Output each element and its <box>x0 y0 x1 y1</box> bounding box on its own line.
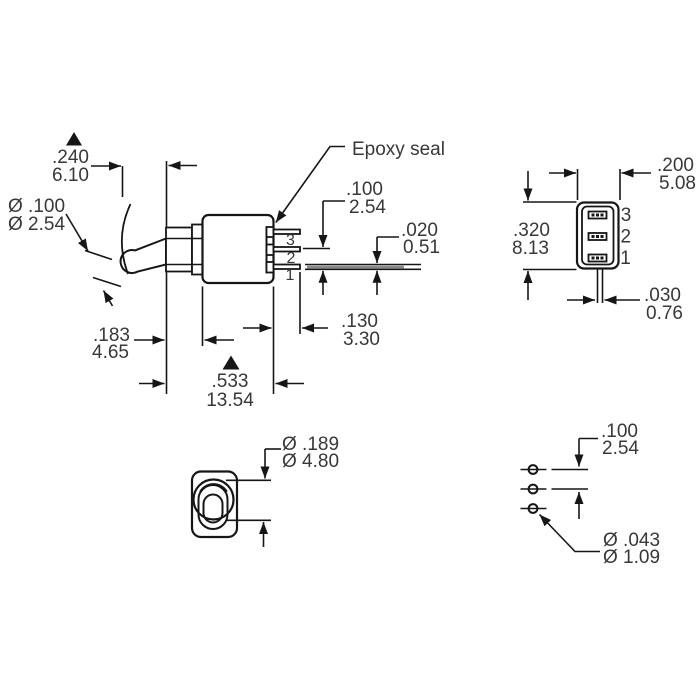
terminal-base <box>265 226 275 238</box>
epoxy-seal-callout: Epoxy seal <box>275 139 445 223</box>
rear-view: 3 2 1 .200 5.08 .320 8.13 .030 0.76 <box>512 155 696 324</box>
dim-body-length: .533 13.54 <box>139 355 304 411</box>
dim-terminal-length: .130 3.30 <box>243 311 380 350</box>
dim-terminal-thickness: .020 0.51 <box>372 220 440 295</box>
dim-travel: .240 6.10 <box>52 132 197 186</box>
reference-triangle <box>222 355 240 370</box>
pin-label-1: 1 <box>620 248 631 269</box>
side-view: 3 2 1 .240 6.10 Ø .100 Ø 2.54 <box>8 132 445 411</box>
dim-text-mm: 3.30 <box>343 329 380 350</box>
leader-arrow <box>538 513 600 553</box>
epoxy-seal-label: Epoxy seal <box>352 139 445 160</box>
leader-arrow <box>65 213 89 252</box>
lever-travel-arc <box>120 203 132 275</box>
dim-actuator-dia: Ø .100 Ø 2.54 <box>8 196 122 307</box>
dim-text-mm: Ø 2.54 <box>8 214 65 235</box>
switch-body <box>201 213 275 285</box>
dim-text-mm: 2.54 <box>602 438 639 459</box>
terminal-base <box>265 261 275 274</box>
dim-text-mm: 5.08 <box>659 173 696 194</box>
dim-text-in: .130 <box>341 311 378 332</box>
pin-label-2: 2 <box>287 250 296 267</box>
dim-bushing-length: .183 4.65 <box>92 325 234 363</box>
dim-text-in: Ø .043 <box>603 530 660 551</box>
rear-pin-1 <box>587 253 608 263</box>
top-view: Ø .189 Ø 4.80 <box>190 434 339 547</box>
pin-label-1: 1 <box>286 267 295 284</box>
dim-text-mm: 0.76 <box>646 303 683 324</box>
dim-arrow <box>102 290 114 307</box>
dim-text-in: .020 <box>401 220 438 241</box>
mounting-hole <box>527 464 539 475</box>
dim-bushing-dia: Ø .189 Ø 4.80 <box>226 434 339 547</box>
dim-hole-dia: Ø .043 Ø 1.09 <box>538 513 660 568</box>
dim-hole-pitch: .100 2.54 <box>574 421 639 519</box>
dim-text-in: .533 <box>212 371 249 392</box>
rear-pin-2 <box>587 232 608 241</box>
tangent-tick <box>92 276 122 288</box>
dim-text-mm: 2.54 <box>349 197 386 218</box>
mounting-hole <box>527 503 539 514</box>
dim-text-in: Ø .189 <box>282 434 339 455</box>
rear-pin-3 <box>587 210 608 220</box>
dim-slot-width: .030 0.76 <box>567 285 683 324</box>
terminal-3 <box>272 228 301 235</box>
terminal-base <box>265 243 275 256</box>
dim-text-in: .240 <box>52 147 89 168</box>
pin-label-3: 3 <box>286 232 295 249</box>
dim-text-in: .030 <box>644 285 681 306</box>
dim-text-in: .183 <box>93 325 130 346</box>
hole-pattern-view: .100 2.54 Ø .043 Ø 1.09 <box>520 421 660 568</box>
dim-text-in: .200 <box>657 155 694 176</box>
dim-text-in: .100 <box>601 421 638 442</box>
extension-lines <box>121 161 330 394</box>
reference-triangle <box>66 132 82 146</box>
dim-text-mm: 13.54 <box>206 390 254 411</box>
dim-text-mm: 4.65 <box>92 342 129 363</box>
pin-label-3: 3 <box>621 205 632 226</box>
dim-text-in: .100 <box>346 179 383 200</box>
dim-text-in: Ø .100 <box>8 196 65 217</box>
mounting-hole <box>527 483 539 495</box>
terminal-2 <box>272 246 301 253</box>
dim-text-in: .320 <box>513 220 550 241</box>
terminal-1 <box>272 263 301 270</box>
bushing-flange <box>191 223 204 276</box>
lever-top-outer <box>197 484 229 530</box>
tangent-tick <box>84 249 113 261</box>
dim-text-mm: 8.13 <box>512 238 549 259</box>
dim-rear-height: .320 8.13 <box>512 171 577 300</box>
dim-text-mm: Ø 4.80 <box>282 451 339 472</box>
dim-text-mm: 0.51 <box>403 237 440 258</box>
dim-rear-width: .200 5.08 <box>549 155 696 200</box>
pin-label-2: 2 <box>621 227 632 248</box>
lever-top-inner <box>202 493 224 524</box>
dim-text-mm: 6.10 <box>52 165 89 186</box>
bushing-circle <box>192 478 235 521</box>
dim-pin-pitch: .100 2.54 <box>318 179 386 295</box>
leader-arrow <box>275 145 345 223</box>
dim-text-mm: Ø 1.09 <box>603 547 660 568</box>
toggle-lever <box>119 237 167 275</box>
